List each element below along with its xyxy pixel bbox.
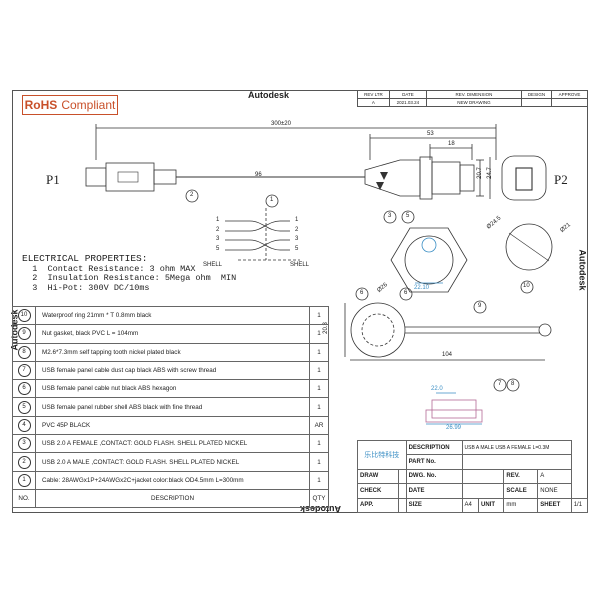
drawing-frame [12,90,588,513]
dim-53: 53 [427,131,434,137]
wire-left-1: 1 [216,217,220,223]
p1-label: P1 [46,172,60,187]
dim-20-7: 20.7 [476,167,483,179]
dim-24-7: 24.7 [486,167,493,179]
wire-left-3: 3 [216,236,220,242]
dim-104: 104 [442,352,453,358]
wire-left-2: 2 [216,227,220,233]
dim-26-99: 26.99 [446,425,462,431]
balloon-1: 1 [270,197,274,203]
balloon-6: 6 [360,290,364,296]
title-block: 乐比特科技 DESCRIPTION USB A MALE USB A FEMAL… [357,439,589,514]
shell-right: SHELL [290,262,310,268]
balloon-10: 10 [523,283,530,289]
balloon-8: 8 [511,381,515,387]
dim-22-10: 22.10 [414,285,430,291]
dim-18: 18 [448,141,455,147]
wire-left-5: 5 [216,246,220,252]
dim-total: 300±20 [271,121,291,127]
company-logo: 乐比特科技 [357,440,407,470]
balloon-2: 2 [190,192,194,198]
dim-22-0: 22.0 [431,386,443,392]
wire-right-3: 3 [295,236,299,242]
wire-right-1: 1 [295,217,299,223]
bom-row: 6 USB female panel cable nut black ABS h… [12,379,329,399]
wire-right-2: 2 [295,227,299,233]
p2-label: P2 [554,172,568,187]
balloon-6b: 6 [404,290,408,296]
balloon-3: 3 [388,213,392,219]
balloon-5: 5 [406,213,410,219]
electrical-properties: ELECTRICAL PROPERTIES: 1 Contact Resista… [22,253,237,293]
dim-96: 96 [255,172,262,178]
watermark-top: Autodesk [248,90,290,100]
balloon-9: 9 [478,303,482,309]
wire-right-5: 5 [295,246,299,252]
shell-left: SHELL [203,262,223,268]
balloon-7: 7 [498,381,502,387]
